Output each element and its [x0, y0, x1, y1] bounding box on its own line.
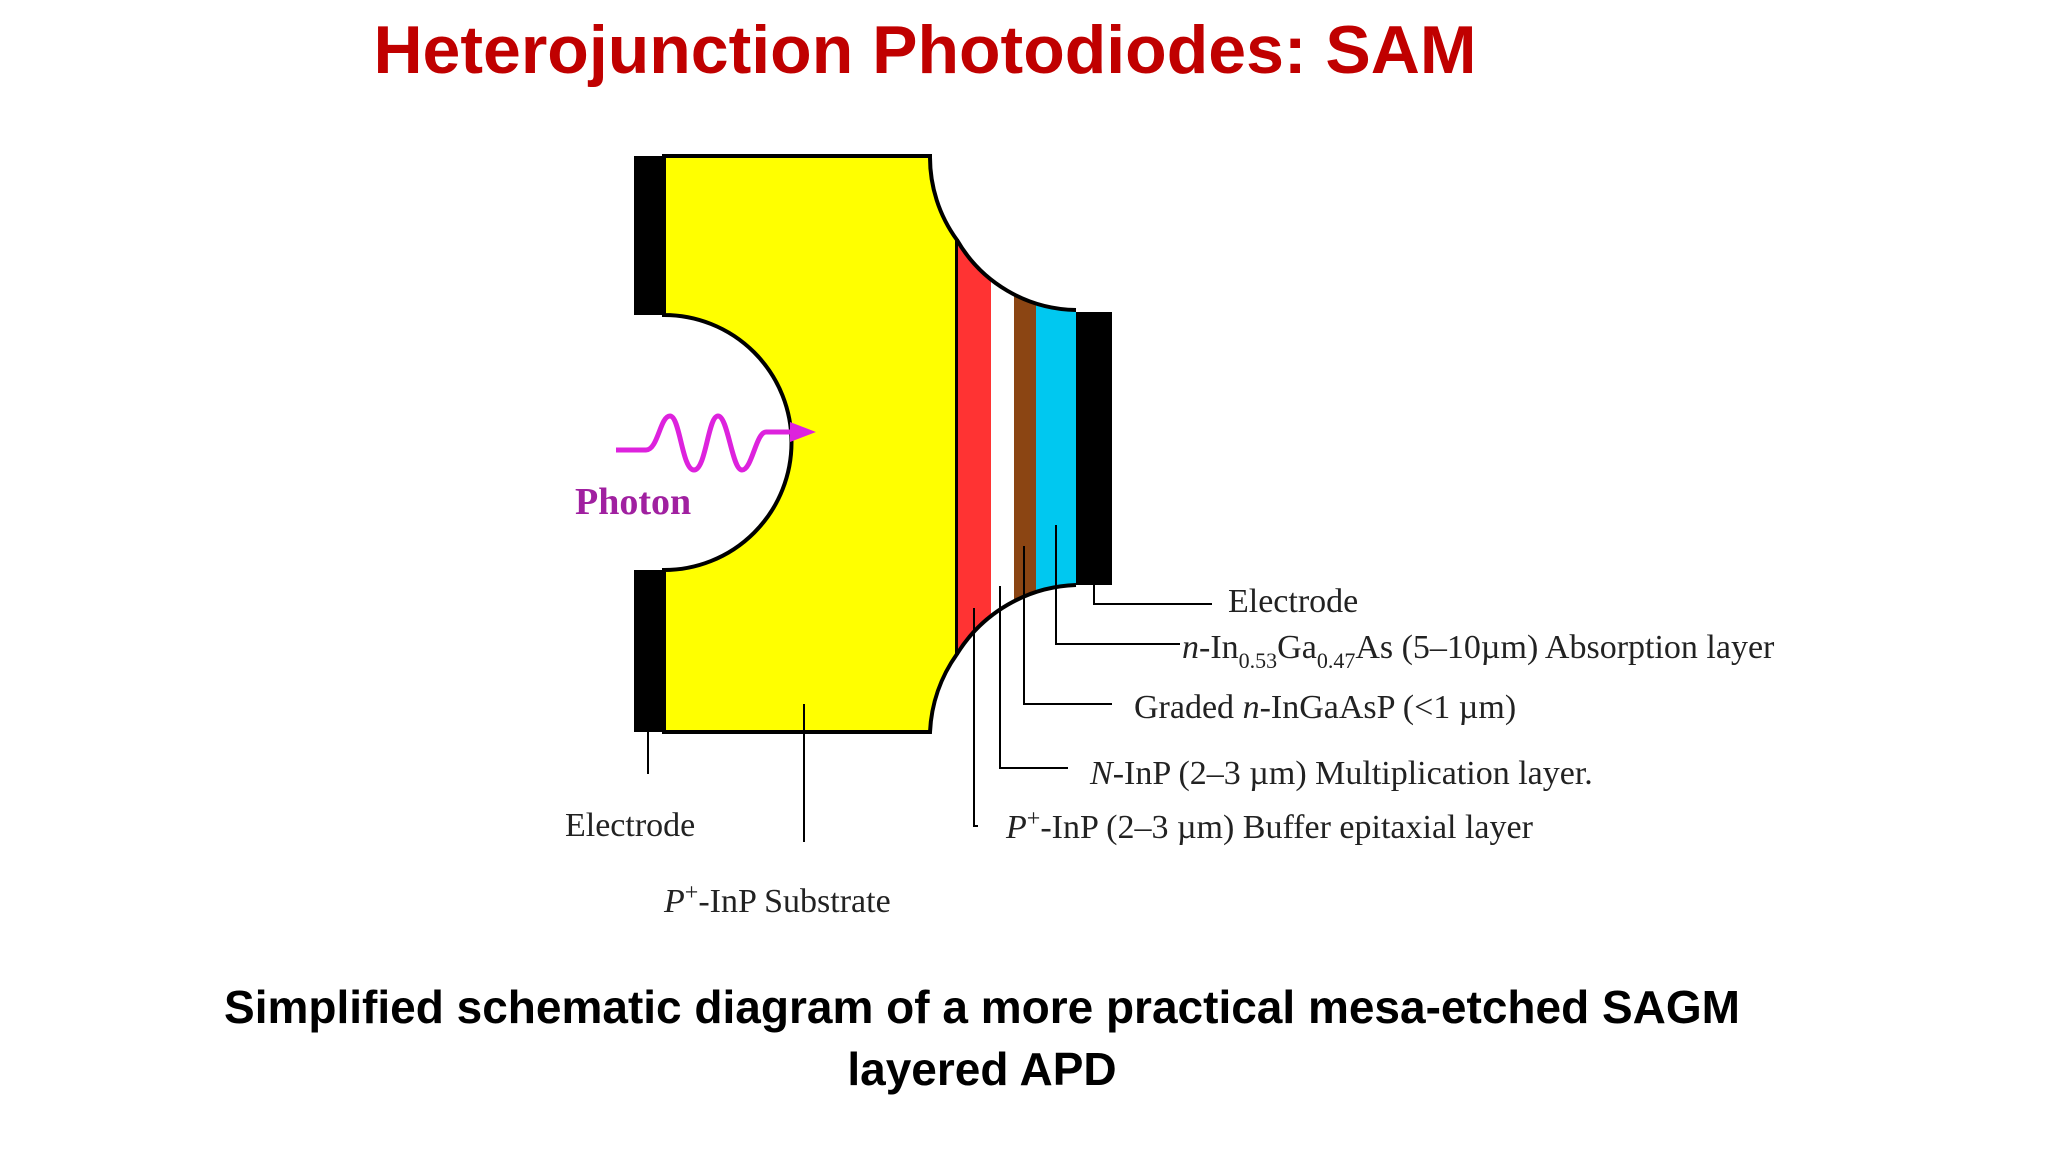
substrate-region: [662, 154, 959, 734]
slide-title: Heterojunction Photodiodes: SAM: [373, 12, 1477, 88]
buffer-layer-label: P+-InP (2–3 µm) Buffer epitaxial layer: [1005, 806, 1534, 846]
substrate-label: P+-InP Substrate: [663, 880, 891, 920]
photon-wave-icon: [616, 413, 792, 473]
caption-line-2: layered APD: [847, 1043, 1117, 1095]
buffer-layer: [957, 240, 991, 654]
multiplication-layer-label: N-InP (2–3 µm) Multiplication layer.: [1089, 755, 1593, 792]
right-electrode-label: Electrode: [1228, 583, 1358, 620]
right-electrode: [1076, 312, 1112, 585]
caption-line-1: Simplified schematic diagram of a more p…: [224, 981, 1740, 1033]
left-electrode-label: Electrode: [565, 807, 695, 844]
multiplication-layer: [991, 240, 1014, 654]
graded-layer-label: Graded n-InGaAsP (<1 µm): [1134, 689, 1516, 726]
photon-arrow-icon: [790, 422, 816, 442]
mesa-outline: [955, 238, 1077, 656]
left-electrode-top: [634, 156, 664, 315]
graded-layer: [1014, 240, 1036, 654]
left-electrode-bottom: [634, 570, 664, 732]
figure-caption: Simplified schematic diagram of a more p…: [0, 976, 1964, 1100]
photon-label: Photon: [575, 481, 691, 523]
absorption-layer-label: n-In0.53Ga0.47As (5–10µm) Absorption lay…: [1182, 629, 1775, 673]
